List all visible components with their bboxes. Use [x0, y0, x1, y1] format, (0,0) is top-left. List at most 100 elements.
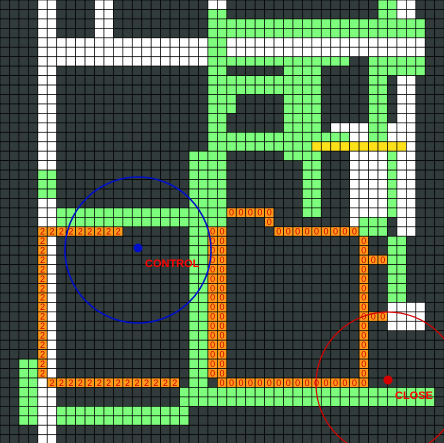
grid-cell [387, 9, 396, 18]
grid-cell [369, 113, 378, 122]
grid-cell [28, 57, 37, 66]
grid-cell [435, 359, 444, 368]
grid-cell [151, 340, 160, 349]
grid-cell [227, 331, 236, 340]
grid-cell [425, 359, 434, 368]
grid-cell [227, 387, 236, 396]
grid-cell [321, 246, 330, 255]
grid-cell [95, 95, 104, 104]
grid-cell [246, 142, 255, 151]
grid-cell [274, 302, 283, 311]
grid-cell [85, 9, 94, 18]
grid-cell [198, 123, 207, 132]
grid-cell [312, 425, 321, 434]
grid-cell [340, 312, 349, 321]
grid-cell [123, 132, 132, 141]
grid-cell [312, 0, 321, 9]
grid-cell [19, 66, 28, 75]
grid-cell [284, 321, 293, 330]
grid-cell [142, 189, 151, 198]
grid-cell [161, 406, 170, 415]
grid-cell [397, 76, 406, 85]
grid-cell [28, 132, 37, 141]
grid-cell [123, 293, 132, 302]
grid-cell [151, 9, 160, 18]
grid-cell [104, 189, 113, 198]
grid-cell [302, 57, 311, 66]
grid-cell [312, 302, 321, 311]
grid-cell [227, 293, 236, 302]
grid-cell [312, 217, 321, 226]
grid-cell [66, 0, 75, 9]
grid-cell [435, 151, 444, 160]
path-digit: 0 [248, 378, 253, 388]
grid-cell [293, 57, 302, 66]
grid-cell [151, 397, 160, 406]
grid-cell [425, 189, 434, 198]
grid-cell [198, 312, 207, 321]
grid-cell [416, 227, 425, 236]
grid-cell [170, 95, 179, 104]
grid-cell [406, 19, 415, 28]
grid-cell [359, 151, 368, 160]
grid-cell [406, 425, 415, 434]
grid-cell [321, 180, 330, 189]
grid-cell [180, 142, 189, 151]
grid-cell [85, 123, 94, 132]
grid-cell [151, 227, 160, 236]
grid-cell [284, 265, 293, 274]
grid-cell [425, 340, 434, 349]
grid-cell [85, 274, 94, 283]
grid-cell [0, 321, 9, 330]
grid-cell [227, 236, 236, 245]
grid-cell [425, 28, 434, 37]
grid-cell [397, 227, 406, 236]
grid-cell [76, 425, 85, 434]
grid-cell [9, 284, 18, 293]
grid-cell [312, 161, 321, 170]
grid-cell [85, 255, 94, 264]
grid-cell [208, 416, 217, 425]
grid-cell [255, 435, 264, 443]
grid-cell [321, 265, 330, 274]
grid-cell [76, 76, 85, 85]
grid-cell [425, 9, 434, 18]
grid-cell [47, 435, 56, 443]
grid-cell [151, 189, 160, 198]
grid-cell [104, 76, 113, 85]
grid-cell [161, 274, 170, 283]
grid-cell [9, 340, 18, 349]
grid-cell [397, 236, 406, 245]
grid-cell [180, 151, 189, 160]
grid-cell [9, 312, 18, 321]
grid-cell [265, 350, 274, 359]
grid-cell [416, 274, 425, 283]
grid-cell [312, 170, 321, 179]
grid-cell [66, 85, 75, 94]
grid-cell [151, 38, 160, 47]
grid-cell [85, 142, 94, 151]
grid-cell [255, 151, 264, 160]
grid-cell [359, 397, 368, 406]
grid-cell [293, 217, 302, 226]
grid-cell [208, 76, 217, 85]
grid-cell [331, 198, 340, 207]
grid-cell [9, 189, 18, 198]
grid-cell [142, 198, 151, 207]
grid-cell [95, 208, 104, 217]
grid-cell [369, 274, 378, 283]
grid-cell [161, 350, 170, 359]
grid-cell [378, 19, 387, 28]
grid-cell [302, 104, 311, 113]
grid-cell [189, 132, 198, 141]
grid-cell [142, 302, 151, 311]
grid-cell [302, 369, 311, 378]
grid-cell [274, 57, 283, 66]
grid-cell [416, 331, 425, 340]
grid-cell [425, 284, 434, 293]
grid-cell [9, 132, 18, 141]
grid-cell [104, 217, 113, 226]
grid-cell [302, 387, 311, 396]
grid-cell [387, 161, 396, 170]
grid-cell [19, 416, 28, 425]
